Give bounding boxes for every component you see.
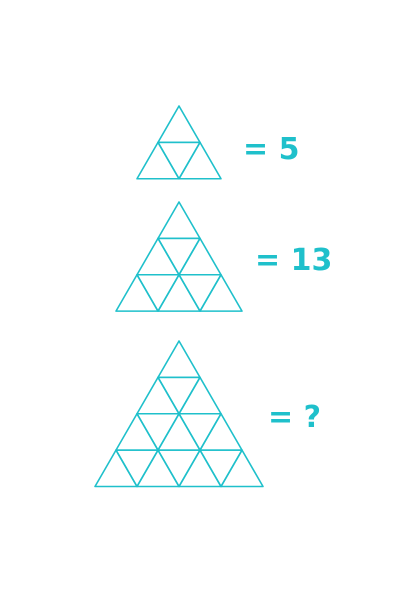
small-triangle-up [220,449,264,488]
small-triangle-down [178,412,222,451]
small-triangle-up [115,273,159,312]
small-triangle-up [136,449,180,488]
small-triangle-down [136,412,180,451]
small-triangle-down [157,141,201,180]
small-triangle-up [115,412,159,451]
small-triangle-down [178,273,222,312]
small-triangle-up [178,237,222,276]
puzzle-2: = 13 [115,201,332,312]
small-triangle-up [157,340,201,379]
small-triangle-up [157,201,201,240]
small-triangle-up [178,141,222,180]
small-triangle-down [199,449,243,488]
triangle-grid-1 [136,105,222,180]
small-triangle-down [115,449,159,488]
answer-label-2: = 13 [255,243,332,278]
small-triangle-up [199,412,243,451]
small-triangle-down [136,273,180,312]
answer-label-1: = 5 [243,132,299,167]
small-triangle-up [94,449,138,488]
puzzle-1: = 5 [136,105,299,180]
small-triangle-down [157,376,201,415]
small-triangle-up [199,273,243,312]
small-triangle-up [136,376,180,415]
small-triangle-up [178,449,222,488]
triangle-grid-3 [94,340,264,488]
answer-label-3: = ? [268,400,321,435]
small-triangle-up [136,141,180,180]
small-triangle-up [157,273,201,312]
small-triangle-up [178,376,222,415]
puzzle-3: = ? [94,340,321,488]
small-triangle-up [136,237,180,276]
small-triangle-up [157,412,201,451]
small-triangle-down [157,449,201,488]
small-triangle-down [157,237,201,276]
small-triangle-up [157,105,201,144]
triangle-grid-2 [115,201,243,312]
